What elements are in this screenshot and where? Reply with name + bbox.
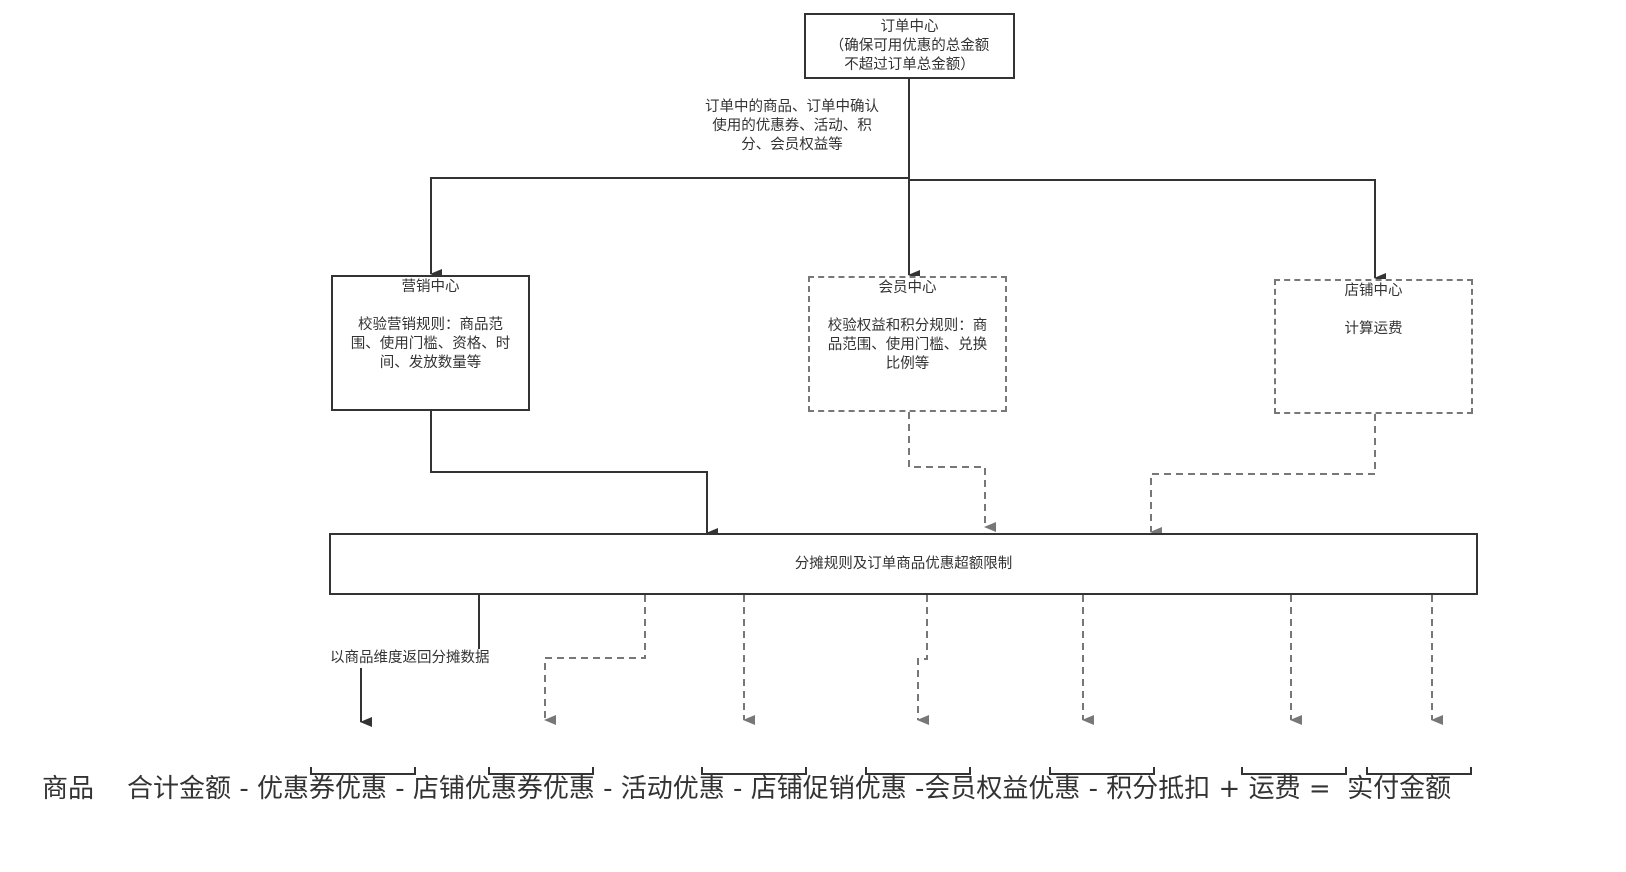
order-center-line-1: （确保可用优惠的总金额 xyxy=(829,38,990,54)
member-to-allocation xyxy=(908,412,996,532)
shop-center-title: 店铺中心 xyxy=(1344,283,1403,299)
marketing-center-line-2: 围、使用门槛、资格、时 xyxy=(350,336,511,352)
order-center-line-2: 不超过订单总金额） xyxy=(844,57,975,73)
bracket-goods-total xyxy=(310,767,416,775)
order-edge-label-line-1: 订单中的商品、订单中确认 xyxy=(705,99,879,115)
marketing-center-box: 营销中心 校验营销规则：商品范 围、使用门槛、资格、时 间、发放数量等 xyxy=(331,275,530,411)
order-edge-label-line-2: 使用的优惠券、活动、积 xyxy=(712,118,872,134)
arrow-to-shop-promo xyxy=(917,595,929,725)
branch-to-shop xyxy=(909,179,1386,283)
bracket-shop-coupon xyxy=(701,767,807,775)
bracket-member-benefit xyxy=(1241,767,1347,775)
marketing-center-title: 营销中心 xyxy=(401,279,460,295)
bracket-shop-promo xyxy=(1049,767,1155,775)
marketing-center-line-3: 间、发放数量等 xyxy=(379,355,482,371)
order-center-box: 订单中心 （确保可用优惠的总金额 不超过订单总金额） xyxy=(804,13,1015,79)
return-data-label: 以商品维度返回分摊数据 xyxy=(330,649,510,668)
order-edge-label: 订单中的商品、订单中确认 使用的优惠券、活动、积 分、会员权益等 xyxy=(692,98,892,155)
marketing-to-allocation xyxy=(430,411,718,538)
marketing-center-line-1: 校验营销规则：商品范 xyxy=(358,317,503,333)
bracket-activity xyxy=(865,767,971,775)
allocation-rules-box: 分摊规则及订单商品优惠超额限制 xyxy=(329,533,1478,595)
order-edge-label-line-3: 分、会员权益等 xyxy=(741,137,843,153)
order-center-title: 订单中心 xyxy=(880,19,939,35)
arrow-to-coupon xyxy=(544,595,646,725)
shop-center-line-1: 计算运费 xyxy=(1344,321,1403,337)
branch-to-marketing xyxy=(430,177,909,279)
member-center-box: 会员中心 校验权益和积分规则：商 品范围、使用门槛、兑换 比例等 xyxy=(808,276,1007,412)
member-center-line-3: 比例等 xyxy=(885,356,930,372)
bracket-points xyxy=(1366,767,1472,775)
shop-center-box: 店铺中心 计算运费 xyxy=(1274,279,1473,414)
member-center-title: 会员中心 xyxy=(878,280,937,296)
member-center-line-2: 品范围、使用门槛、兑换 xyxy=(827,337,988,353)
shop-to-allocation xyxy=(1150,414,1376,537)
allocation-rules-label: 分摊规则及订单商品优惠超额限制 xyxy=(794,556,1013,572)
member-center-line-1: 校验权益和积分规则：商 xyxy=(827,318,988,334)
payment-formula: 商品 合计金额 - 优惠券优惠 - 店铺优惠券优惠 - 活动优惠 - 店铺促销优… xyxy=(42,774,1452,804)
bracket-coupon xyxy=(488,767,594,775)
